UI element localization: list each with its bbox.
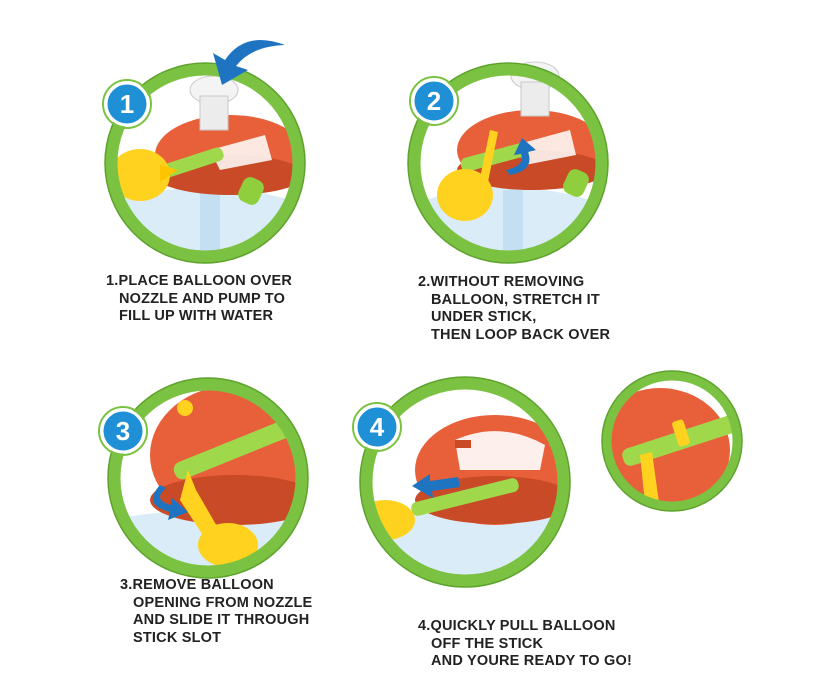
step-3-badge-number: 3 bbox=[116, 416, 130, 446]
step-2-caption: 2.WITHOUT REMOVING BALLOON, STRETCH IT U… bbox=[418, 274, 610, 344]
step-4-caption: 4.QUICKLY PULL BALLOON OFF THE STICK AND… bbox=[418, 618, 632, 671]
step-2-illustration: 2 bbox=[407, 61, 609, 264]
detail-zoom-illustration bbox=[601, 370, 743, 512]
step-4-line-2: OFF THE STICK bbox=[431, 635, 544, 652]
step-1-line-2: NOZZLE AND PUMP TO bbox=[119, 290, 286, 307]
step-1-illustration: 1 bbox=[102, 40, 306, 264]
step-4-line-1: 4.QUICKLY PULL BALLOON bbox=[418, 618, 616, 634]
step-4-illustration: 4 bbox=[352, 376, 571, 588]
step-2-line-4: THEN LOOP BACK OVER bbox=[431, 326, 611, 343]
curved-arrow-icon bbox=[152, 485, 188, 520]
step-2-line-1: 2.WITHOUT REMOVING bbox=[418, 274, 585, 290]
step-3-caption: 3.REMOVE BALLOON OPENING FROM NOZZLE AND… bbox=[120, 577, 312, 647]
loop-arrow-icon bbox=[506, 138, 536, 175]
step-2-badge-number: 2 bbox=[427, 86, 441, 116]
left-arrow-icon bbox=[412, 474, 460, 498]
step-4-line-3: AND YOURE READY TO GO! bbox=[431, 653, 632, 669]
step-3-line-2: OPENING FROM NOZZLE bbox=[133, 594, 313, 611]
pump-plunger-icon bbox=[189, 75, 239, 131]
step-1-badge: 1 bbox=[102, 79, 152, 129]
step-2-badge: 2 bbox=[409, 76, 459, 126]
step-3-line-4: STICK SLOT bbox=[133, 629, 222, 646]
step-1-line-1: 1.PLACE BALLOON OVER bbox=[106, 273, 293, 289]
step-3-line-1: 3.REMOVE BALLOON bbox=[120, 577, 274, 593]
curved-arrow-icon bbox=[213, 40, 285, 85]
step-4-badge: 4 bbox=[352, 402, 402, 452]
step-2-line-3: UNDER STICK, bbox=[431, 309, 537, 325]
step-1-line-3: FILL UP WITH WATER bbox=[119, 308, 274, 324]
step-1-badge-number: 1 bbox=[120, 89, 134, 119]
step-3-badge: 3 bbox=[98, 406, 148, 456]
step-3-illustration: 3 bbox=[98, 377, 309, 579]
step-3-line-3: AND SLIDE IT THROUGH bbox=[133, 612, 310, 628]
step-4-badge-number: 4 bbox=[370, 412, 385, 442]
step-2-line-2: BALLOON, STRETCH IT bbox=[431, 291, 600, 308]
step-1-caption: 1.PLACE BALLOON OVER NOZZLE AND PUMP TO … bbox=[106, 273, 292, 326]
